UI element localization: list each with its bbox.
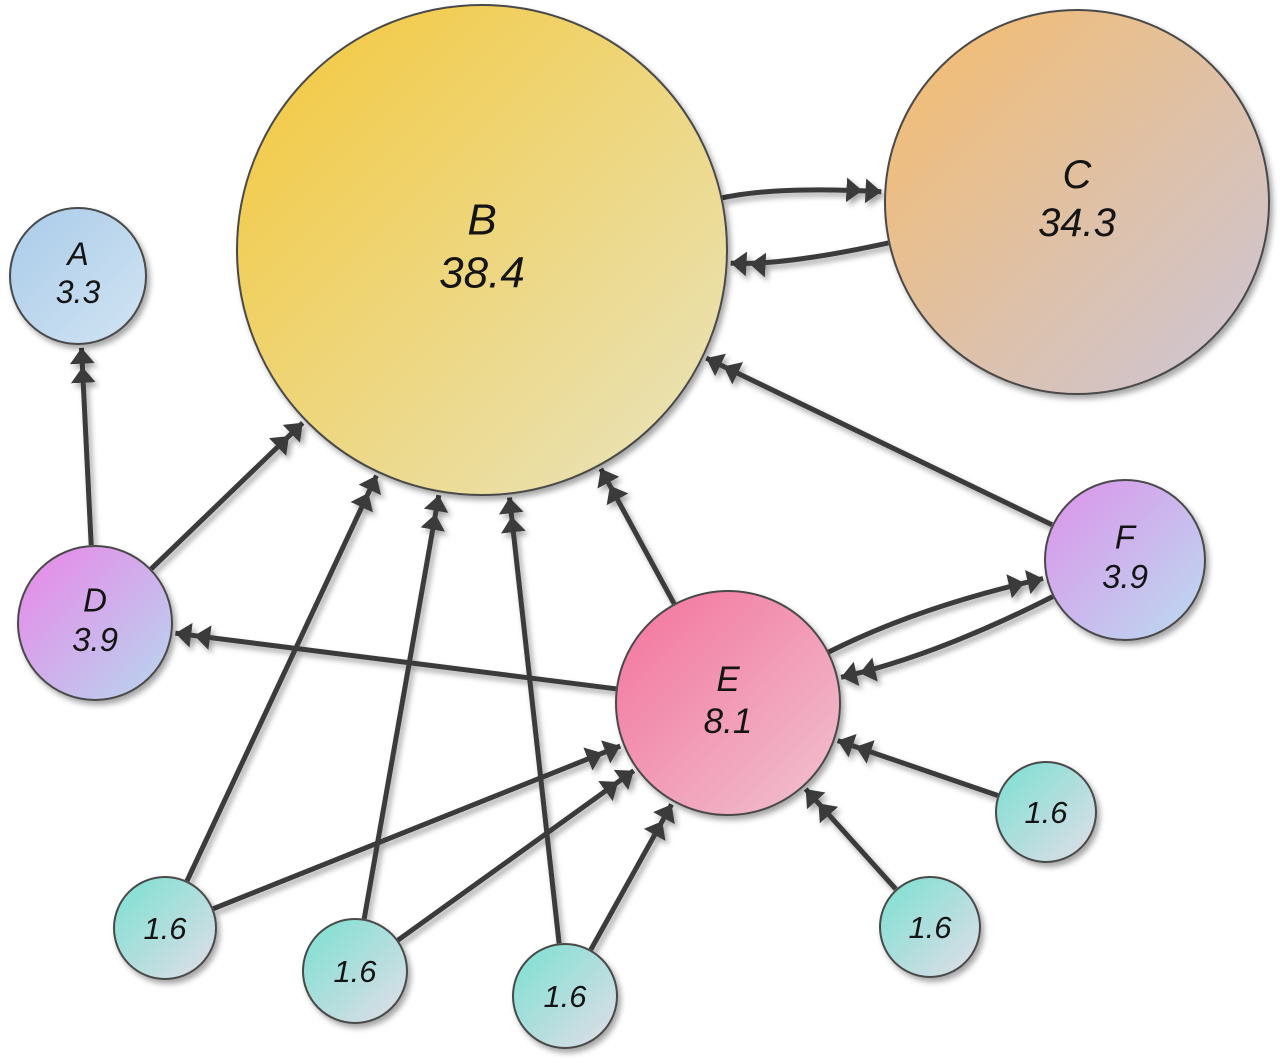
edge-E-F	[827, 570, 1044, 655]
edge-G-E	[212, 740, 622, 912]
edge-H-B	[361, 494, 449, 920]
edge-H-E	[396, 768, 636, 943]
node-D	[17, 545, 173, 701]
node-J	[879, 876, 981, 978]
edge-I-B	[498, 497, 562, 944]
node-value: 1.6	[543, 979, 587, 1014]
node-H	[302, 918, 408, 1024]
node-value: 38.4	[439, 248, 525, 297]
edge-C-B	[730, 240, 889, 278]
node-A	[9, 207, 147, 345]
node-label: C	[1063, 153, 1093, 197]
edge-I-E	[588, 803, 675, 951]
node-value: 3.9	[1102, 558, 1148, 595]
node-label: A	[65, 236, 88, 272]
node-label: D	[83, 582, 107, 619]
node-label: F	[1115, 519, 1137, 556]
node-label: E	[716, 660, 740, 699]
node-value: 3.3	[56, 274, 101, 310]
edge-F-B	[705, 353, 1054, 528]
node-G	[113, 876, 217, 980]
edge-J-E	[803, 787, 898, 891]
node-I	[512, 943, 618, 1049]
node-F	[1044, 479, 1206, 641]
edge-G-B	[184, 474, 382, 882]
edge-B-C	[721, 177, 882, 204]
node-C	[884, 9, 1270, 395]
node-B	[236, 4, 728, 496]
edge-D-A	[69, 347, 96, 546]
node-value: 1.6	[908, 910, 952, 945]
node-E	[615, 590, 841, 816]
node-value: 3.9	[72, 621, 118, 658]
edge-D-B	[149, 421, 305, 571]
node-K	[995, 761, 1097, 863]
edge-K-E	[836, 734, 999, 798]
node-label: B	[467, 196, 496, 245]
edge-F-E	[840, 594, 1054, 686]
node-value: 1.6	[143, 911, 187, 946]
edge-E-D	[175, 622, 617, 692]
edge-E-B	[597, 467, 677, 605]
node-value: 1.6	[1024, 795, 1068, 830]
node-value: 1.6	[333, 954, 377, 989]
node-value: 34.3	[1038, 201, 1116, 245]
node-value: 8.1	[704, 702, 753, 741]
